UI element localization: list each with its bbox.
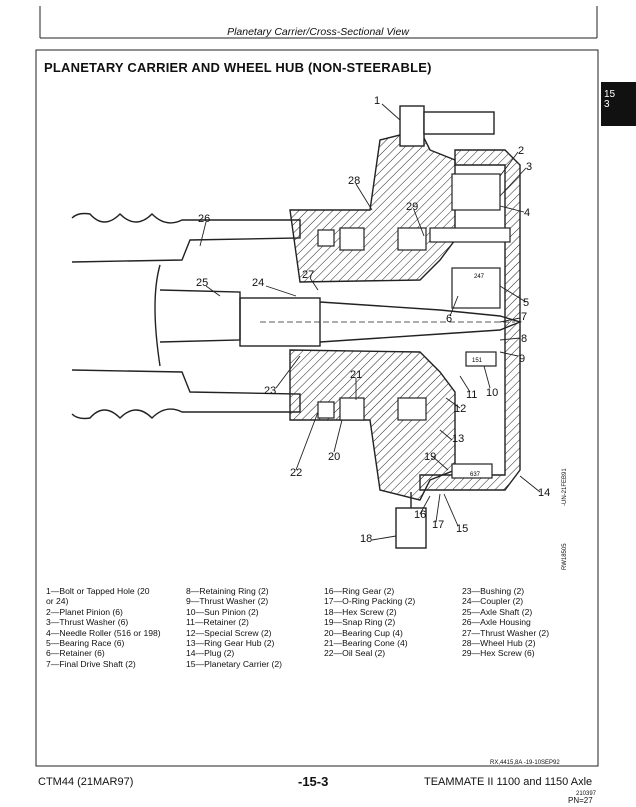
svg-text:3: 3 (526, 161, 532, 173)
svg-text:13: 13 (452, 433, 464, 445)
figure-id-vertical: -UN-21FEB91 (562, 468, 568, 506)
svg-text:15: 15 (456, 523, 468, 535)
planet-pinion (429, 173, 511, 479)
cross-section-diagram: 247 151 637 1 2 3 (71, 95, 550, 549)
svg-text:9: 9 (519, 353, 525, 365)
svg-text:12: 12 (454, 403, 466, 415)
svg-text:25: 25 (196, 277, 208, 289)
svg-text:19: 19 (424, 451, 436, 463)
svg-text:11: 11 (466, 389, 477, 401)
final-drive-shaft (239, 297, 523, 347)
figure-reference: RX,4415,8A -19-10SEP92 (490, 760, 560, 766)
section-title: Planetary Carrier/Cross-Sectional View (227, 26, 409, 38)
svg-text:16: 16 (414, 509, 426, 521)
svg-text:1: 1 (374, 95, 380, 107)
svg-text:2: 2 (518, 145, 524, 157)
svg-text:247: 247 (474, 274, 485, 280)
wheel-hub-section (289, 129, 456, 283)
footer-doc-id: CTM44 (21MAR97) (38, 776, 134, 788)
svg-text:29: 29 (406, 201, 418, 213)
bearings (317, 227, 427, 421)
svg-text:21: 21 (350, 369, 362, 381)
svg-text:4: 4 (524, 207, 530, 219)
svg-text:26: 26 (198, 213, 210, 225)
hex-screw (395, 492, 427, 549)
footer-pn: PN=27 (568, 796, 593, 805)
svg-text:10: 10 (486, 387, 498, 399)
svg-text:20: 20 (328, 451, 340, 463)
svg-text:17: 17 (432, 519, 444, 531)
bolt (399, 105, 495, 147)
svg-text:24: 24 (252, 277, 264, 289)
footer-code: 210397 (576, 791, 597, 797)
legend-col-1: 1—Bolt or Tapped Hole (20 or 24)2—Planet… (46, 586, 161, 669)
svg-text:5: 5 (523, 297, 529, 309)
legend-col-4: 23—Bushing (2)24—Coupler (2)25—Axle Shaf… (462, 586, 550, 659)
footer-title: TEAMMATE II 1100 and 1150 Axle (424, 776, 593, 788)
svg-text:8: 8 (521, 333, 527, 345)
svg-text:637: 637 (470, 472, 481, 478)
planetary-carrier (419, 149, 521, 491)
legend-col-2: 8—Retaining Ring (2)9—Thrust Washer (2)1… (186, 586, 282, 669)
footer-page-number: -15-3 (298, 774, 329, 789)
svg-text:23: 23 (264, 385, 276, 397)
legend-col-3: 16—Ring Gear (2)17—O-Ring Packing (2)18—… (324, 586, 416, 659)
page-title: PLANETARY CARRIER AND WHEEL HUB (NON-STE… (44, 60, 432, 75)
svg-text:151: 151 (472, 358, 483, 364)
svg-text:14: 14 (538, 487, 550, 499)
svg-text:22: 22 (290, 467, 302, 479)
svg-text:7: 7 (521, 311, 527, 323)
svg-text:18: 18 (360, 533, 372, 545)
svg-text:6: 6 (446, 313, 452, 325)
figure-code-vertical: RW18505 (562, 543, 568, 570)
svg-text:27: 27 (302, 269, 314, 281)
svg-text:28: 28 (348, 175, 360, 187)
